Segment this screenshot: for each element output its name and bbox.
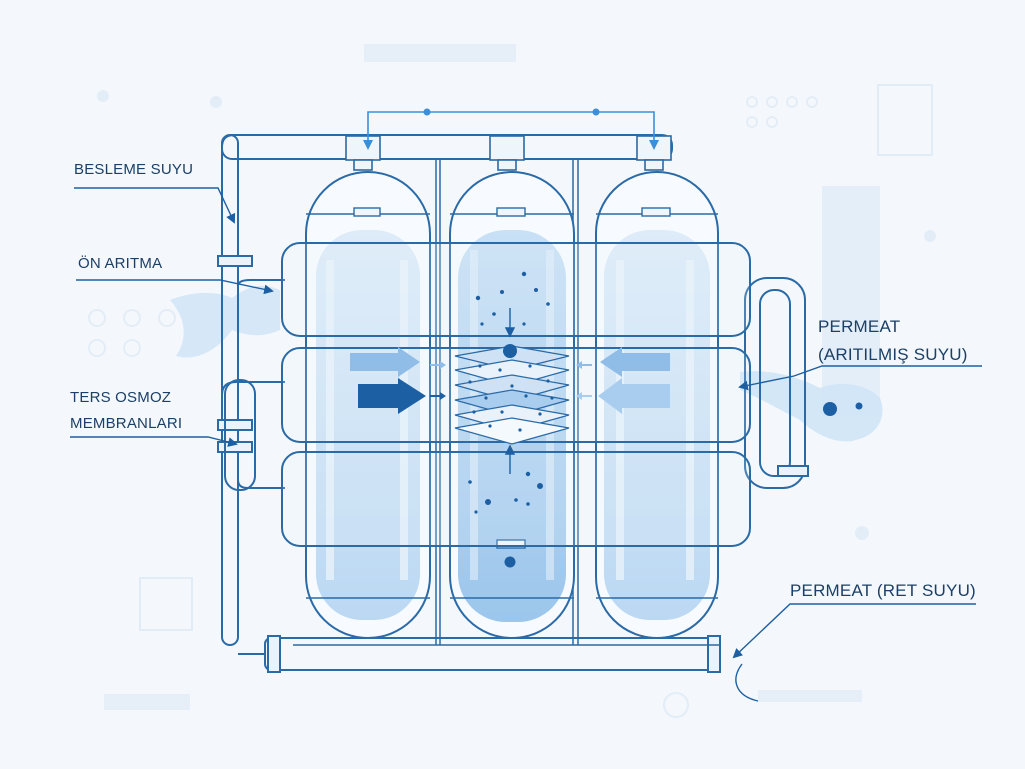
background-decor [88,44,936,718]
top-flow-line [363,108,659,150]
particles [468,271,863,568]
label-permeate-line2: (ARITILMIŞ SUYU) [818,345,968,364]
label-ro-membranes: TERS OSMOZ MEMBRANLARI [70,388,182,434]
flow-arrows-outbound [576,347,670,414]
leader-lines [70,187,982,702]
label-permeate-line1: PERMEAT [818,317,901,336]
particle-arrows [504,308,516,474]
flow-arrows-inbound [350,347,446,414]
label-reject-water: PERMEAT (RET SUYU) [790,581,976,600]
label-ro-membranes-line1: TERS OSMOZ [70,389,172,406]
water-splash-left [170,285,280,358]
top-manifold [345,135,672,171]
label-ro-membranes-line2: MEMBRANLARI [70,415,183,432]
membrane-layers [454,345,570,445]
label-permeate: PERMEAT (ARITILMIŞ SUYU) [818,315,968,367]
label-pretreatment: ÖN ARITMA [78,255,163,272]
label-feed-water: BESLEME SUYU [74,161,194,178]
water-splash-right [740,371,883,442]
